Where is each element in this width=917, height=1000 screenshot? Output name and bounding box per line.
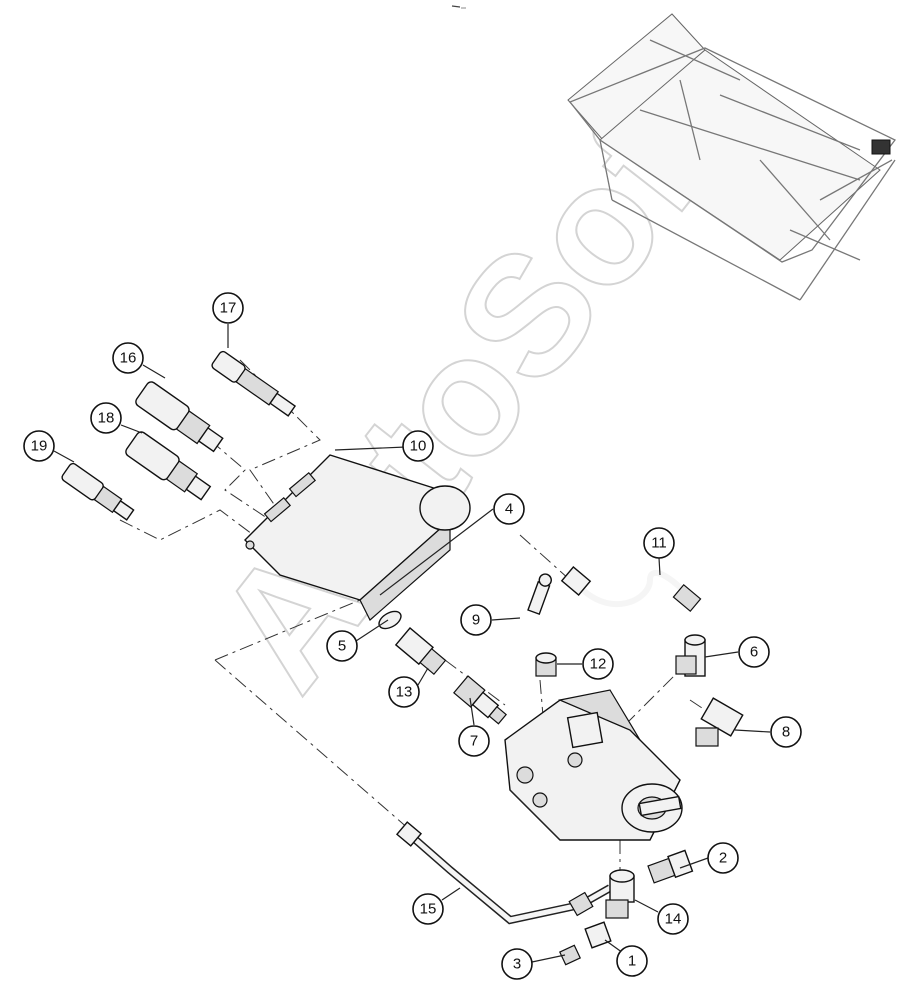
callout-8: 8 xyxy=(770,716,802,748)
coupler-16 xyxy=(135,381,224,453)
svg-text:7: 7 xyxy=(470,733,478,750)
fitting-7 xyxy=(453,675,507,725)
svg-text:19: 19 xyxy=(31,438,48,455)
svg-text:6: 6 xyxy=(750,644,758,661)
svg-text:17: 17 xyxy=(220,300,237,317)
callout-3: 3 xyxy=(501,948,533,980)
svg-text:4: 4 xyxy=(505,501,513,518)
svg-text:2: 2 xyxy=(719,850,727,867)
svg-text:8: 8 xyxy=(782,724,790,741)
callout-2: 2 xyxy=(707,842,739,874)
svg-text:5: 5 xyxy=(338,638,346,655)
svg-text:13: 13 xyxy=(396,684,413,701)
callout-12: 12 xyxy=(582,648,614,680)
coupler-19 xyxy=(61,462,135,521)
coupler-17 xyxy=(211,350,297,417)
callout-7: 7 xyxy=(458,725,490,757)
callout-16: 16 xyxy=(112,342,144,374)
svg-text:1: 1 xyxy=(628,953,636,970)
callout-4: 4 xyxy=(493,493,525,525)
svg-text:9: 9 xyxy=(472,612,480,629)
top-mark xyxy=(451,5,466,9)
callout-14: 14 xyxy=(657,903,689,935)
svg-text:18: 18 xyxy=(98,410,115,427)
callout-5: 5 xyxy=(326,630,358,662)
machine-frame-thumbnail xyxy=(567,13,896,301)
fitting-13 xyxy=(394,627,447,676)
svg-text:11: 11 xyxy=(651,535,667,552)
location-marker xyxy=(871,139,891,155)
coupler-18 xyxy=(125,431,212,501)
callout-13: 13 xyxy=(388,676,420,708)
svg-text:10: 10 xyxy=(410,438,427,455)
callout-leaders xyxy=(53,324,771,963)
hydraulic-pump xyxy=(504,689,683,841)
tube-15 xyxy=(395,821,612,925)
fitting-1 xyxy=(584,921,612,949)
callout-11: 11 xyxy=(643,527,675,559)
tee-fitting-14 xyxy=(605,869,635,919)
elbow-fitting-8 xyxy=(695,697,744,747)
callout-17: 17 xyxy=(212,292,244,324)
svg-text:14: 14 xyxy=(665,911,682,928)
plug-12 xyxy=(535,652,557,677)
callout-18: 18 xyxy=(90,402,122,434)
tee-fitting-6 xyxy=(675,634,706,677)
callout-15: 15 xyxy=(412,893,444,925)
tube-11 xyxy=(560,566,702,613)
callout-6: 6 xyxy=(738,636,770,668)
fitting-2 xyxy=(647,849,694,884)
svg-text:3: 3 xyxy=(513,956,521,973)
fitting-3 xyxy=(558,944,582,966)
fitting-9 xyxy=(527,573,552,616)
svg-text:16: 16 xyxy=(120,350,137,367)
callout-1: 1 xyxy=(616,945,648,977)
svg-text:12: 12 xyxy=(590,656,607,673)
callout-10: 10 xyxy=(402,430,434,462)
callout-9: 9 xyxy=(460,604,492,636)
callout-19: 19 xyxy=(23,430,55,462)
mounting-bracket xyxy=(244,454,471,621)
svg-text:15: 15 xyxy=(420,901,437,918)
